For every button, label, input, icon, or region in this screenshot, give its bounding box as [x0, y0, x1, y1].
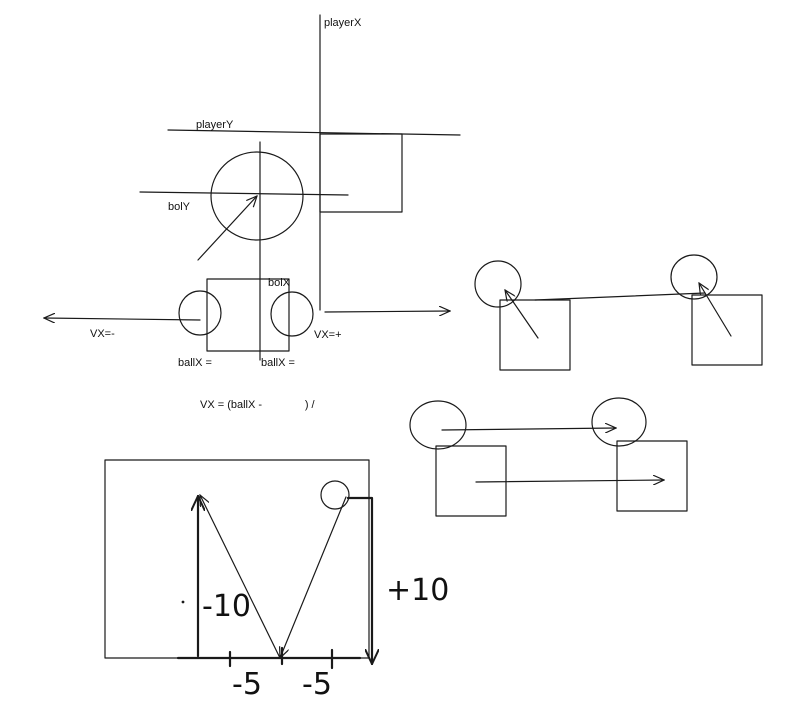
right-small-ball	[270, 291, 314, 337]
ball-move-arrow	[441, 428, 616, 430]
minus-five-left-label: -5	[232, 667, 262, 702]
down-arrow-thick	[346, 496, 372, 666]
ball-x-right-label: ballX =	[261, 357, 295, 369]
horizontal-move-sketch	[409, 397, 688, 517]
square-d	[616, 440, 688, 512]
arrow-a	[505, 290, 539, 339]
dot-mark	[181, 600, 185, 604]
ball-a	[474, 260, 522, 308]
connect-line	[534, 292, 706, 301]
bounce-frame	[104, 459, 370, 659]
ball-circle	[210, 151, 304, 241]
minus-ten-label: -10	[202, 589, 251, 624]
square-c	[435, 445, 507, 517]
player-y-line	[167, 129, 461, 136]
player-square	[319, 133, 403, 213]
diagonal-bounce-sketch	[474, 254, 763, 371]
ball-c	[409, 400, 467, 450]
left-velocity-arrow	[44, 318, 201, 320]
vx-formula: VX = (ballX - ) /	[200, 399, 316, 411]
vx-negative-label: VX=-	[90, 328, 115, 340]
bounce-diagram: -10 +10 -5 -5	[104, 459, 449, 702]
player-x-label: playerX	[324, 17, 362, 29]
bounce-ball	[320, 480, 350, 510]
square-a	[499, 299, 571, 371]
bol-x-label: bolX	[268, 277, 291, 289]
bol-y-label: bolY	[168, 201, 191, 213]
diagonal-arrow	[197, 196, 257, 261]
minus-five-right-label: -5	[302, 667, 332, 702]
arrow-b	[699, 283, 732, 337]
ball-horizontal-line	[139, 191, 349, 196]
ball-b	[670, 254, 718, 300]
right-velocity-arrow	[324, 311, 450, 312]
left-small-ball	[178, 290, 222, 336]
middle-square	[206, 278, 290, 352]
player-ball-sketch: playerX playerY bolY bolX VX=- VX=+ ball…	[44, 14, 461, 411]
square-b	[691, 294, 763, 366]
ball-x-left-label: ballX =	[178, 357, 212, 369]
square-move-arrow	[475, 480, 664, 482]
trajectory-down	[280, 496, 347, 658]
vx-positive-label: VX=+	[314, 329, 342, 341]
trajectory-up	[200, 495, 281, 659]
ball-d	[591, 397, 647, 447]
plus-ten-label: +10	[386, 573, 449, 608]
player-y-label: playerY	[196, 119, 234, 131]
